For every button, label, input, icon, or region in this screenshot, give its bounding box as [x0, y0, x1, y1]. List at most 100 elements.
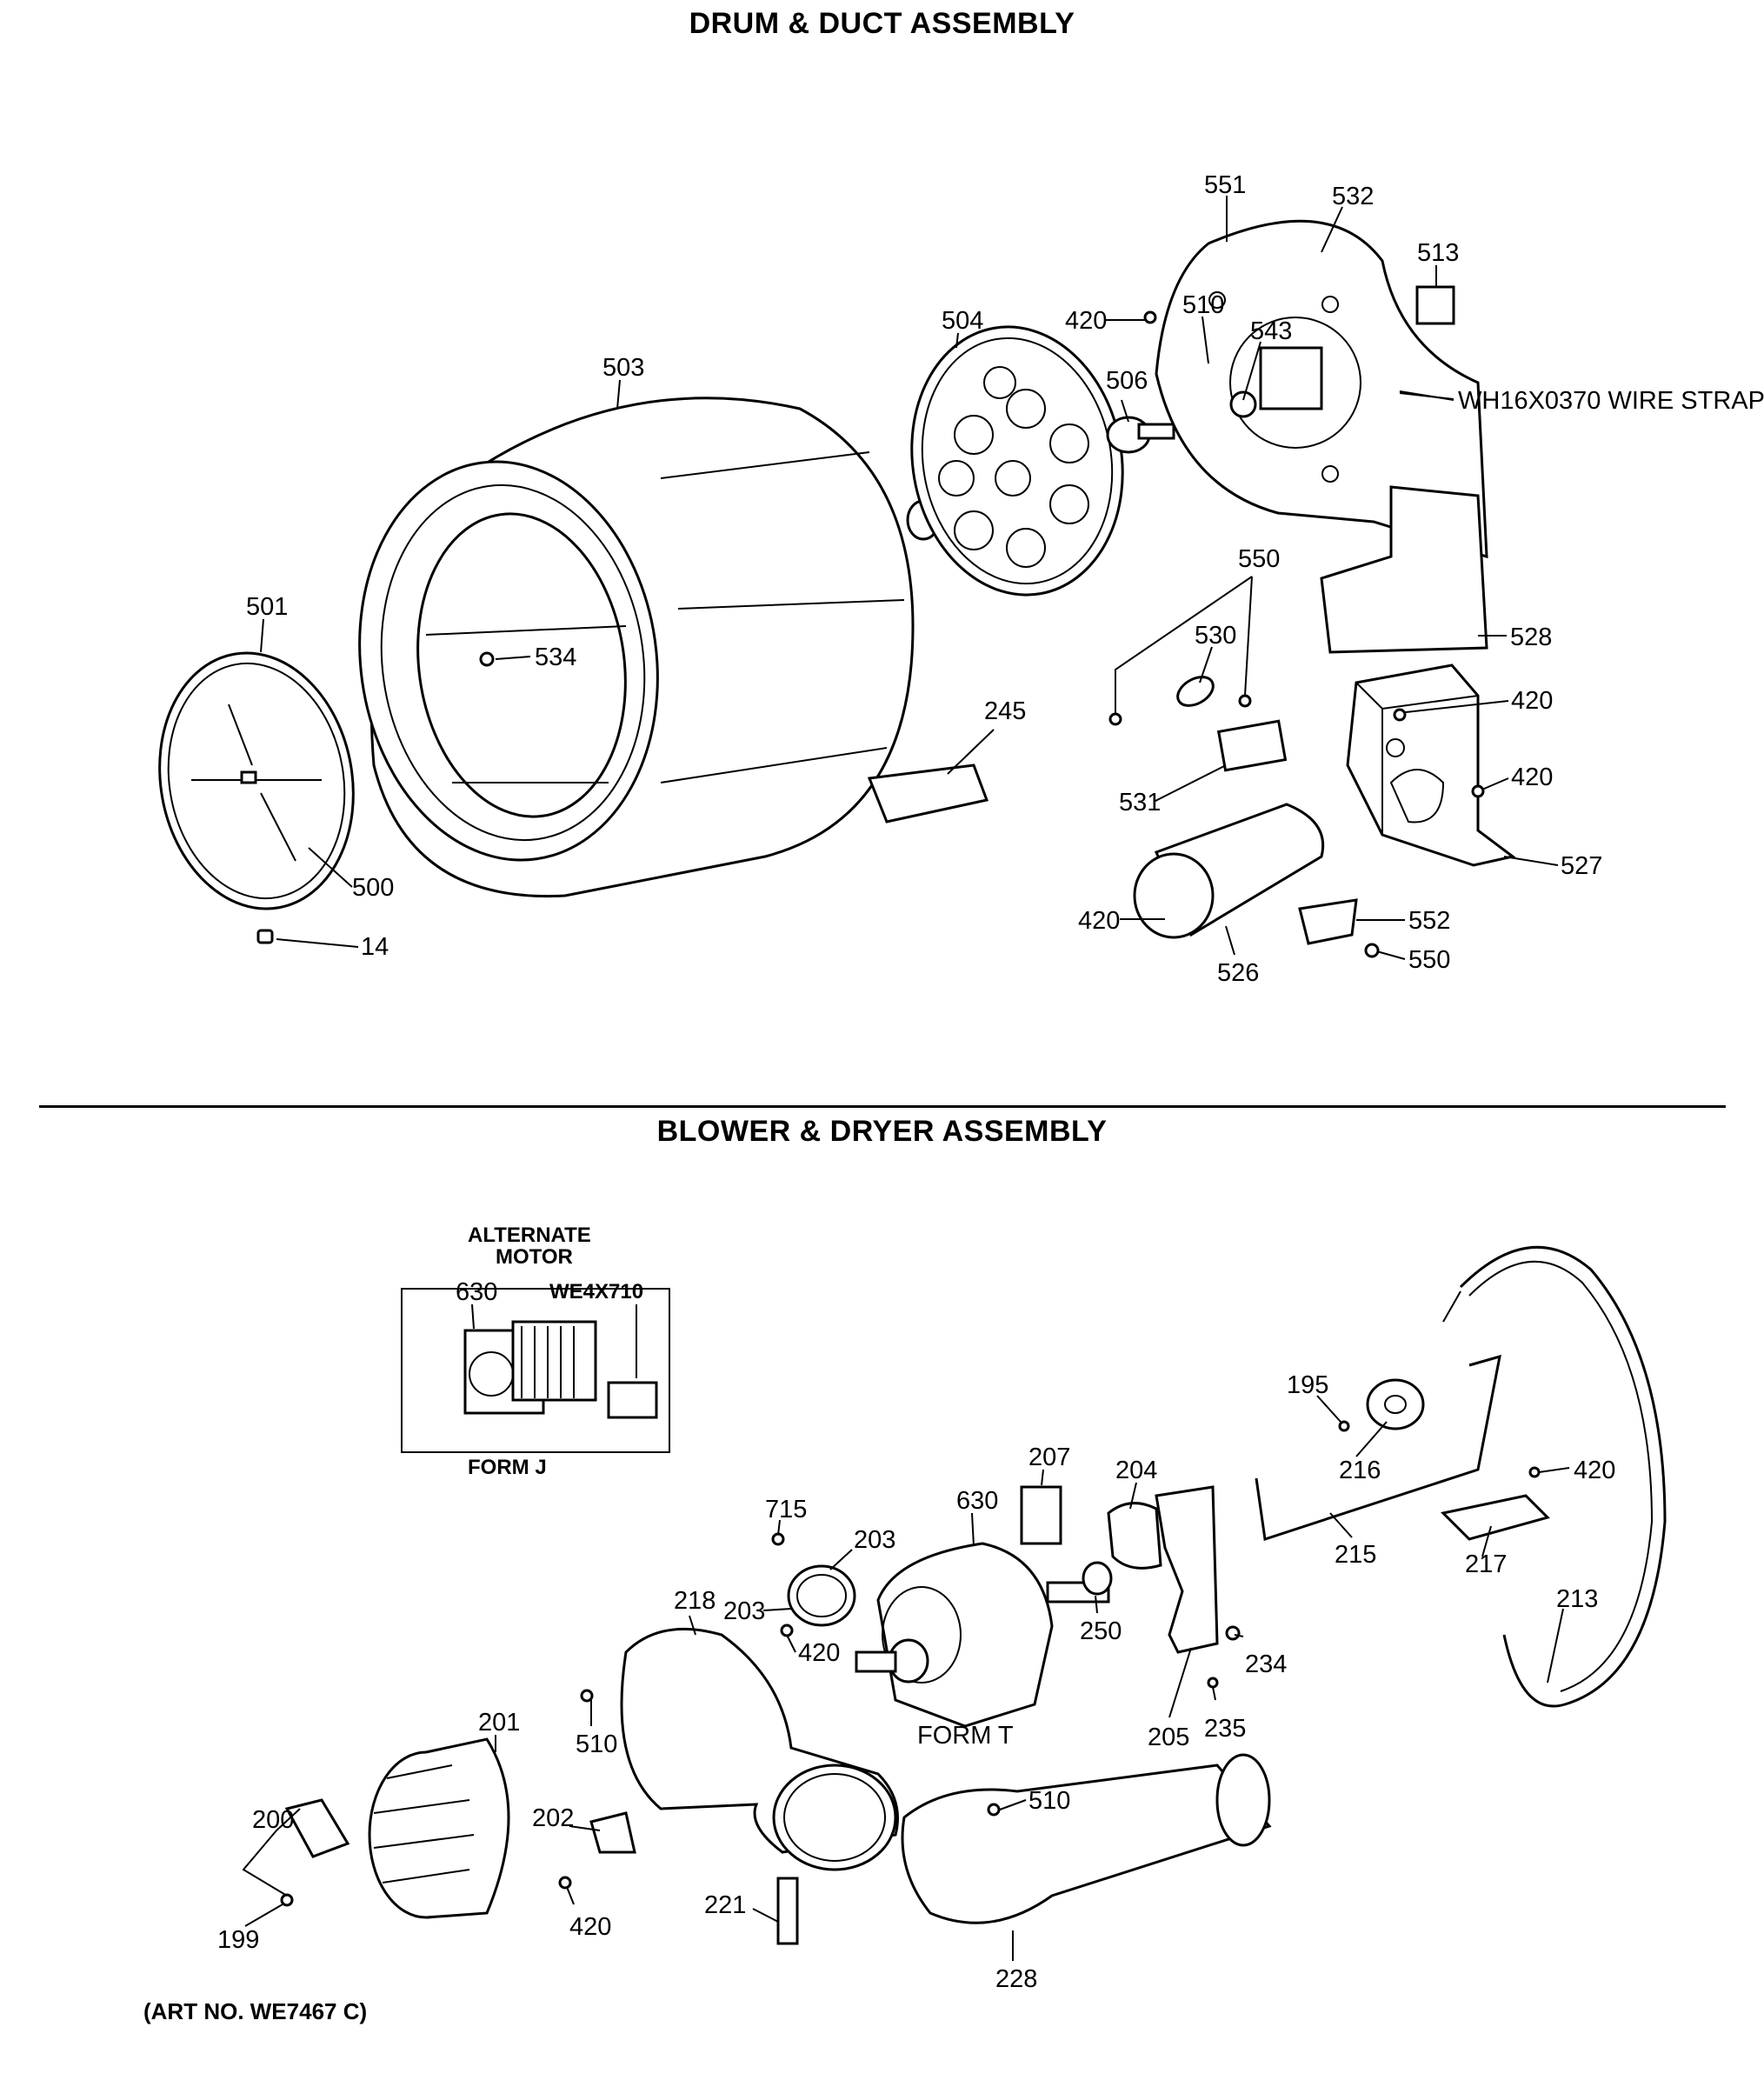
inset-title-line1: ALTERNATE [468, 1224, 591, 1247]
part-531 [1216, 719, 1288, 772]
callout-543: 543 [1250, 317, 1292, 345]
blower-dryer-assembly-title: BLOWER & DRYER ASSEMBLY [656, 1115, 1108, 1148]
drum [358, 397, 941, 898]
callout-14: 14 [361, 933, 389, 961]
inset-form-j: FORM J [468, 1456, 547, 1479]
callout-234: 234 [1245, 1650, 1287, 1678]
motor-bracket-204-205 [1107, 1485, 1219, 1654]
idler-arm-215 [1255, 1354, 1501, 1541]
heater-housing-527 [1346, 663, 1516, 867]
callout-420-b: 420 [1511, 687, 1553, 715]
drum-rear-cover [910, 325, 1124, 597]
callout-420: 420 [1065, 307, 1107, 335]
callout-501: 501 [246, 593, 288, 621]
bearing-506 [1106, 416, 1175, 454]
callout-510: 510 [1182, 291, 1224, 319]
callout-528: 528 [1510, 623, 1552, 651]
filter-strip-221 [776, 1877, 799, 1945]
inset-630: 630 [456, 1278, 497, 1306]
capacitor-526 [1133, 803, 1325, 939]
callout-513: 513 [1417, 239, 1459, 267]
callout-530: 530 [1195, 622, 1236, 650]
callout-550: 550 [1238, 545, 1280, 573]
blower-housing-218 [620, 1627, 899, 1871]
drum-callouts: 551 532 513 420 510 543 504 506 503 WH16… [246, 171, 1764, 987]
callout-218: 218 [674, 1587, 716, 1615]
callout-550-b: 550 [1408, 946, 1450, 974]
callout-420-f: 420 [798, 1639, 840, 1667]
plate-217 [1440, 1494, 1550, 1541]
clip-part [256, 929, 274, 944]
thermostat-513 [1415, 285, 1455, 325]
section-divider [39, 1105, 1726, 1108]
motor-630 [855, 1542, 1113, 1728]
callout-204: 204 [1115, 1457, 1157, 1484]
callout-228: 228 [995, 1965, 1037, 1993]
callout-420-c: 420 [1511, 763, 1553, 791]
screw-420 [1143, 310, 1157, 324]
callout-503: 503 [602, 354, 644, 382]
screw-195 [1338, 1420, 1350, 1432]
callout-235: 235 [1204, 1715, 1246, 1743]
screw-420e [1528, 1466, 1541, 1478]
callout-199: 199 [217, 1926, 259, 1954]
drum-belt-213 [1442, 1245, 1667, 1708]
screw-510b [580, 1689, 594, 1703]
nut-234 [1225, 1625, 1241, 1641]
rear-duct-panel [1155, 219, 1488, 654]
callout-216: 216 [1339, 1457, 1381, 1484]
callout-213: 213 [1556, 1585, 1598, 1613]
alternate-motor-inset: ALTERNATE MOTOR 630 WE4X710 FORM J [401, 1224, 670, 1479]
callout-531: 531 [1119, 789, 1161, 817]
drum-seal-ring [158, 651, 355, 910]
callout-203-b: 203 [723, 1597, 765, 1625]
callout-506: 506 [1106, 367, 1148, 395]
callout-500: 500 [352, 874, 394, 902]
callout-wire-strap: WH16X0370 WIRE STRAP [1458, 387, 1764, 415]
callout-420-e: 420 [1574, 1457, 1615, 1484]
callout-532: 532 [1332, 183, 1374, 210]
screw-420c [1471, 784, 1485, 798]
switch-207 [1020, 1485, 1062, 1545]
screw-550c [1364, 943, 1380, 958]
callout-552: 552 [1408, 907, 1450, 935]
callout-203-a: 203 [854, 1526, 895, 1554]
callout-205: 205 [1148, 1724, 1189, 1751]
blower-callouts: 195 216 420 207 204 715 630 203 203 420 … [217, 1371, 1615, 1993]
callout-551: 551 [1204, 171, 1246, 199]
callout-202: 202 [532, 1804, 574, 1832]
callout-207: 207 [1028, 1444, 1070, 1471]
callout-715: 715 [765, 1496, 807, 1524]
part-530 [1176, 676, 1215, 707]
screw-199 [280, 1893, 294, 1907]
blower-wheel-201 [368, 1737, 510, 1919]
idler-pulley-216 [1366, 1378, 1425, 1430]
screw-420f [780, 1624, 794, 1637]
part-202 [589, 1811, 636, 1854]
screw-235 [1207, 1677, 1219, 1689]
inset-title-line2: MOTOR [496, 1245, 573, 1269]
inset-we4x710: WE4X710 [549, 1280, 643, 1304]
callout-420-d: 420 [1078, 907, 1120, 935]
pad-245 [867, 763, 989, 823]
callout-504: 504 [942, 307, 983, 335]
callout-510-b: 510 [1028, 1787, 1070, 1815]
callout-526: 526 [1217, 959, 1259, 987]
callout-201: 201 [478, 1709, 520, 1737]
blower-leader-lines [242, 1395, 1570, 1961]
drum-duct-assembly-title: DRUM & DUCT ASSEMBLY [689, 7, 1075, 40]
callout-527: 527 [1561, 852, 1602, 880]
screw-420b [1393, 708, 1407, 722]
callout-420-g: 420 [569, 1913, 611, 1941]
screw-550 [1238, 694, 1252, 708]
clip-bracket-200 [284, 1798, 350, 1858]
callout-245: 245 [984, 697, 1026, 725]
screw-550b [1108, 712, 1122, 726]
callout-221: 221 [704, 1891, 746, 1919]
drum-leader-lines [260, 196, 1559, 960]
callout-217: 217 [1465, 1550, 1507, 1578]
callout-200: 200 [252, 1806, 294, 1834]
callout-form-t: FORM T [917, 1722, 1014, 1750]
callout-215: 215 [1335, 1541, 1376, 1569]
